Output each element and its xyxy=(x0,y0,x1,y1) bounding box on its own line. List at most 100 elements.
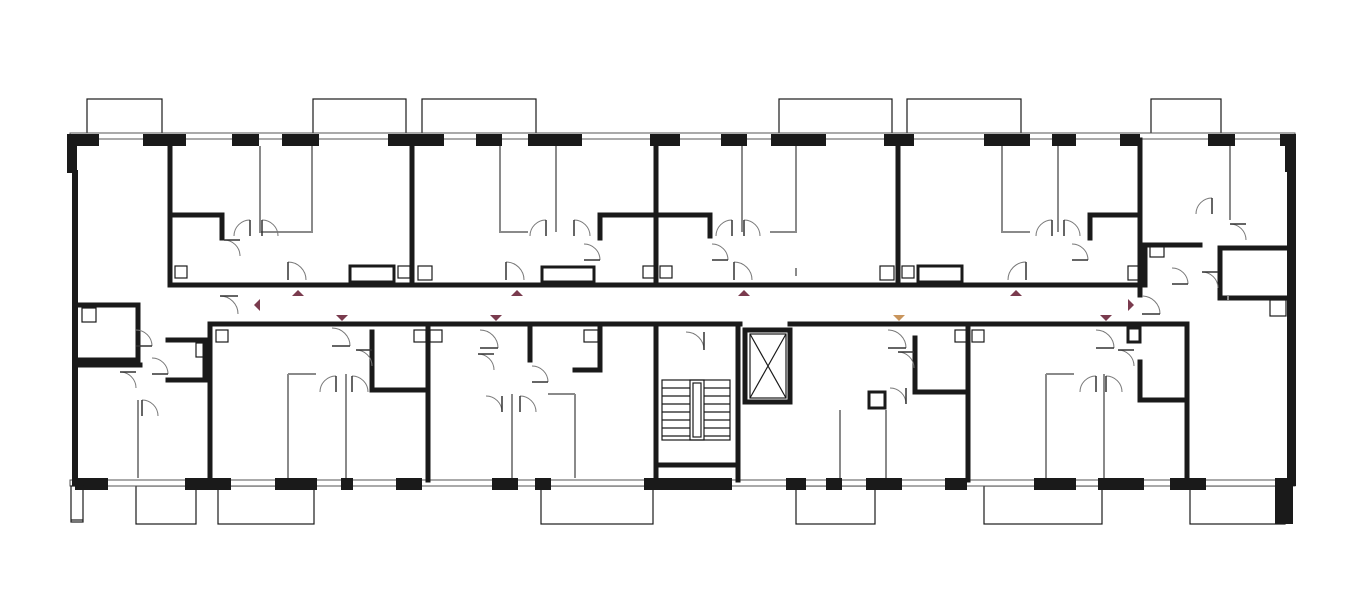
shower-tray-icon xyxy=(954,329,968,343)
door-swing-icon xyxy=(151,357,169,375)
door-swing-icon xyxy=(1171,267,1189,285)
exterior-piers-top xyxy=(67,134,1296,146)
shower-tray-icon xyxy=(195,342,205,358)
entrance-markers xyxy=(254,290,1134,321)
door-swing-icon xyxy=(1201,271,1219,289)
shower-tray-icon xyxy=(174,265,188,279)
exterior-details xyxy=(70,485,84,523)
door-swing-icon xyxy=(141,399,159,417)
door-swing-icon xyxy=(1141,295,1161,315)
door-swing-icon xyxy=(1095,329,1115,349)
balcony xyxy=(217,485,315,525)
door-swing-icon xyxy=(223,239,241,257)
balconies-top xyxy=(86,98,1222,138)
door-swing-icon xyxy=(479,329,499,349)
door-swing-icon xyxy=(887,329,907,349)
door-swing-icon xyxy=(119,371,137,389)
door-swing-icon xyxy=(743,219,761,237)
door-swing-icon xyxy=(889,387,907,405)
shower-trays xyxy=(81,244,1287,410)
shower-tray-icon xyxy=(583,329,599,343)
balcony xyxy=(540,485,654,525)
apartment-entrance-marker-icon xyxy=(336,315,348,321)
door-swing-icon xyxy=(355,349,373,367)
outer-side-walls xyxy=(67,138,1296,486)
apartment-entrance-marker-icon xyxy=(490,315,502,321)
door-swing-icon xyxy=(715,219,733,237)
door-swing-icon xyxy=(219,295,239,315)
door-swing-icon xyxy=(519,395,537,413)
shower-tray-icon xyxy=(413,329,427,343)
balcony xyxy=(421,98,537,138)
balcony xyxy=(1189,485,1286,525)
door-swing-icon xyxy=(583,243,601,261)
shower-tray-icon xyxy=(81,307,97,323)
shower-tray-icon xyxy=(901,265,915,279)
door-swing-icon xyxy=(1117,349,1135,367)
shower-tray-icon xyxy=(642,265,656,279)
shower-tray-icon xyxy=(1127,265,1141,281)
shower-tray-icon xyxy=(1126,326,1142,344)
doors xyxy=(119,197,1247,417)
shower-tray-icon xyxy=(971,329,985,343)
partition-walls xyxy=(75,137,1290,483)
shower-tray-icon xyxy=(397,265,411,279)
balcony xyxy=(906,98,1022,138)
shower-tray-icon xyxy=(1149,244,1165,258)
apartment-entrance-marker-icon xyxy=(1010,290,1022,296)
shower-tray-icon xyxy=(659,265,673,279)
door-swing-icon xyxy=(505,261,525,281)
door-swing-icon xyxy=(319,375,337,393)
balcony xyxy=(135,485,197,525)
staircase-icon xyxy=(661,379,731,441)
windows xyxy=(69,132,1296,487)
door-swing-icon xyxy=(1079,375,1097,393)
exterior-piers-bottom xyxy=(75,478,1293,524)
balcony xyxy=(983,485,1103,525)
door-swing-icon xyxy=(331,327,351,347)
apartment-entrance-marker-icon xyxy=(1100,315,1112,321)
door-swing-icon xyxy=(1071,243,1089,261)
shower-tray-icon xyxy=(348,264,396,284)
shower-tray-icon xyxy=(867,390,887,410)
apartment-entrance-marker-icon xyxy=(254,299,260,311)
door-swing-icon xyxy=(1105,375,1123,393)
door-swing-icon xyxy=(477,353,495,371)
door-swing-icon xyxy=(135,329,153,347)
shower-tray-icon xyxy=(215,329,229,343)
balcony xyxy=(1150,98,1222,138)
door-swing-icon xyxy=(531,365,549,383)
door-swing-icon xyxy=(711,243,729,261)
door-swing-icon xyxy=(233,219,251,237)
shower-tray-icon xyxy=(879,265,895,281)
door-swing-icon xyxy=(287,261,307,281)
shower-tray-icon xyxy=(916,264,964,284)
door-swing-icon xyxy=(1063,219,1081,237)
shower-tray-icon xyxy=(540,265,596,284)
shower-tray-icon xyxy=(417,265,433,281)
apartment-entrance-marker-icon xyxy=(1128,299,1134,311)
door-swing-icon xyxy=(1195,197,1213,215)
door-swing-icon xyxy=(261,219,279,237)
door-swing-icon xyxy=(529,219,547,237)
door-swing-icon xyxy=(685,331,705,351)
apartment-entrance-marker-icon xyxy=(738,290,750,296)
door-swing-icon xyxy=(351,375,369,393)
door-swing-icon xyxy=(1007,261,1027,281)
door-swing-icon xyxy=(1229,223,1247,241)
balcony xyxy=(86,98,163,138)
shower-tray-icon xyxy=(429,329,443,343)
shower-tray-icon xyxy=(1269,299,1287,317)
apartment-entrance-marker-icon xyxy=(292,290,304,296)
elevator-shaft-icon xyxy=(749,333,787,399)
balcony xyxy=(795,485,876,525)
door-swing-icon xyxy=(1035,219,1053,237)
door-swing-icon xyxy=(573,219,591,237)
balcony xyxy=(312,98,407,138)
door-swing-icon xyxy=(733,261,753,281)
balcony xyxy=(778,98,893,138)
apartment-entrance-marker-icon xyxy=(893,315,905,321)
balconies-bottom xyxy=(135,485,1286,525)
door-swing-icon xyxy=(897,351,915,369)
